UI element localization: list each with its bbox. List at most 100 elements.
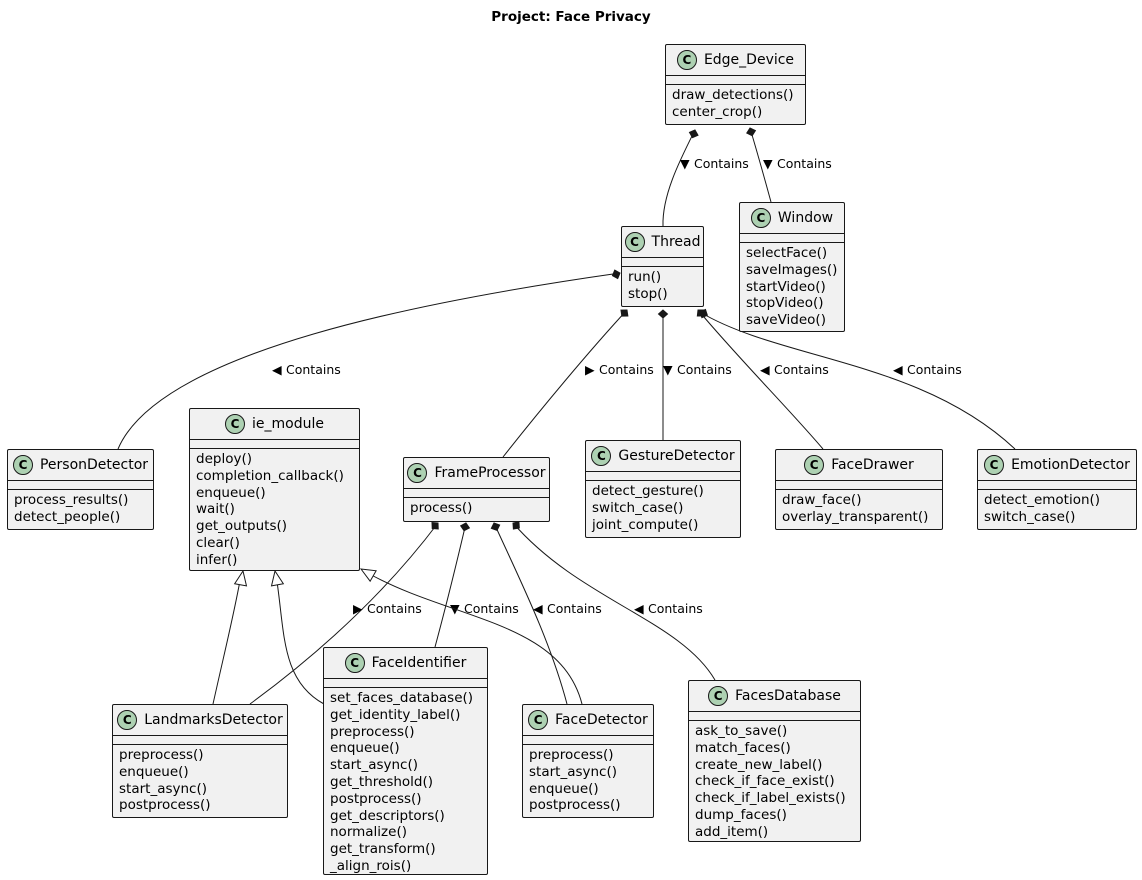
composition-diamond — [512, 521, 520, 530]
inheritance-arrowhead — [359, 568, 377, 583]
class-attributes — [404, 489, 549, 498]
method: check_if_label_exists() — [695, 790, 846, 807]
relation-label: Contains — [286, 362, 341, 377]
class-name: PersonDetector — [39, 457, 149, 473]
class-attributes — [622, 258, 703, 267]
composition-line — [699, 311, 1016, 450]
method: stop() — [628, 285, 668, 302]
class-methods: draw_face()overlay_transparent() — [776, 490, 942, 530]
class-name: ie_module — [252, 416, 324, 432]
method: dump_faces() — [695, 806, 787, 823]
method: preprocess() — [529, 747, 614, 763]
method: _align_rois() — [330, 857, 412, 874]
direction-arrow-icon: ▼ — [450, 601, 460, 616]
relation-label: Contains — [677, 362, 732, 377]
relation-thread-emotiondetector: ◀ Contains — [699, 308, 1016, 450]
method: clear() — [196, 534, 240, 551]
method: draw_face() — [782, 492, 862, 508]
inheritance-line — [365, 571, 583, 705]
direction-arrow-icon: ◀ — [760, 362, 770, 377]
method: joint_compute() — [592, 516, 699, 533]
class-attributes — [190, 440, 359, 449]
class-thread[interactable]: C Thread run()stop() — [621, 226, 704, 307]
relation-frameprocessor-facedetector: ◀Contains — [490, 522, 602, 705]
method: deploy() — [196, 451, 252, 467]
inheritance-line — [212, 574, 242, 705]
class-attributes — [8, 481, 153, 490]
class-header: C Thread — [622, 227, 703, 258]
method: process() — [410, 500, 473, 516]
direction-arrow-icon: ▼ — [763, 156, 773, 171]
method: postprocess() — [330, 790, 422, 807]
class-attributes — [978, 481, 1136, 490]
class-methods: ask_to_save()match_faces()create_new_lab… — [689, 721, 860, 845]
method: postprocess() — [119, 797, 211, 814]
class-icon: C — [591, 446, 612, 466]
method: enqueue() — [330, 740, 400, 757]
method: detect_people() — [14, 508, 121, 525]
class-methods: draw_detections()center_crop() — [666, 85, 805, 125]
direction-arrow-icon: ◀ — [634, 601, 644, 616]
direction-arrow-icon: ◀ — [272, 362, 282, 377]
method: create_new_label() — [695, 756, 823, 773]
class-methods: preprocess()enqueue()start_async()postpr… — [113, 745, 287, 818]
relation-frameprocessor-landmarksdetector: ▶Contains — [249, 521, 439, 705]
relation-label: Contains — [774, 362, 829, 377]
class-attributes — [586, 472, 740, 481]
class-name: EmotionDetector — [1011, 457, 1130, 473]
method: startVideo() — [746, 278, 826, 295]
relation-thread-gesturedetector: ▼Contains — [657, 309, 732, 440]
class-methods: detect_gesture()switch_case()joint_compu… — [586, 481, 740, 537]
composition-line — [512, 522, 716, 681]
relation-label: Contains — [599, 362, 654, 377]
method: overlay_transparent() — [782, 508, 929, 525]
relation-thread-facedrawer: ◀ Contains — [696, 309, 829, 450]
composition-diamond — [699, 308, 708, 319]
diagram-title: Project: Face Privacy — [491, 9, 651, 25]
method: start_async() — [330, 757, 419, 774]
class-name: FaceDetector — [555, 712, 648, 728]
method: get_identity_label() — [330, 706, 461, 723]
composition-diamond — [611, 269, 621, 280]
direction-arrow-icon: ▼ — [680, 156, 690, 171]
method: set_faces_database() — [330, 690, 474, 706]
method: enqueue() — [119, 763, 189, 780]
class-icon: C — [117, 710, 138, 730]
inheritance-line — [275, 574, 325, 705]
method: normalize() — [330, 824, 407, 841]
relation-thread-frameprocessor: ▶Contains — [502, 309, 654, 458]
relation-label: Contains — [777, 156, 832, 171]
direction-arrow-icon: ◀ — [893, 362, 903, 377]
class-methods: run()stop() — [622, 267, 703, 307]
composition-diamond — [490, 522, 501, 532]
class-methods: process() — [404, 498, 549, 521]
direction-arrow-icon: ◀ — [533, 601, 543, 616]
class-icon: C — [624, 232, 645, 252]
composition-line — [434, 522, 467, 648]
class-methods: process_results()detect_people() — [8, 490, 153, 530]
method: saveVideo() — [746, 312, 826, 329]
method: add_item() — [695, 823, 769, 840]
class-icon: C — [225, 414, 246, 434]
relation-edge_device-thread: ▼Contains — [662, 129, 749, 227]
class-name: Thread — [651, 234, 701, 250]
method: run() — [628, 269, 662, 285]
